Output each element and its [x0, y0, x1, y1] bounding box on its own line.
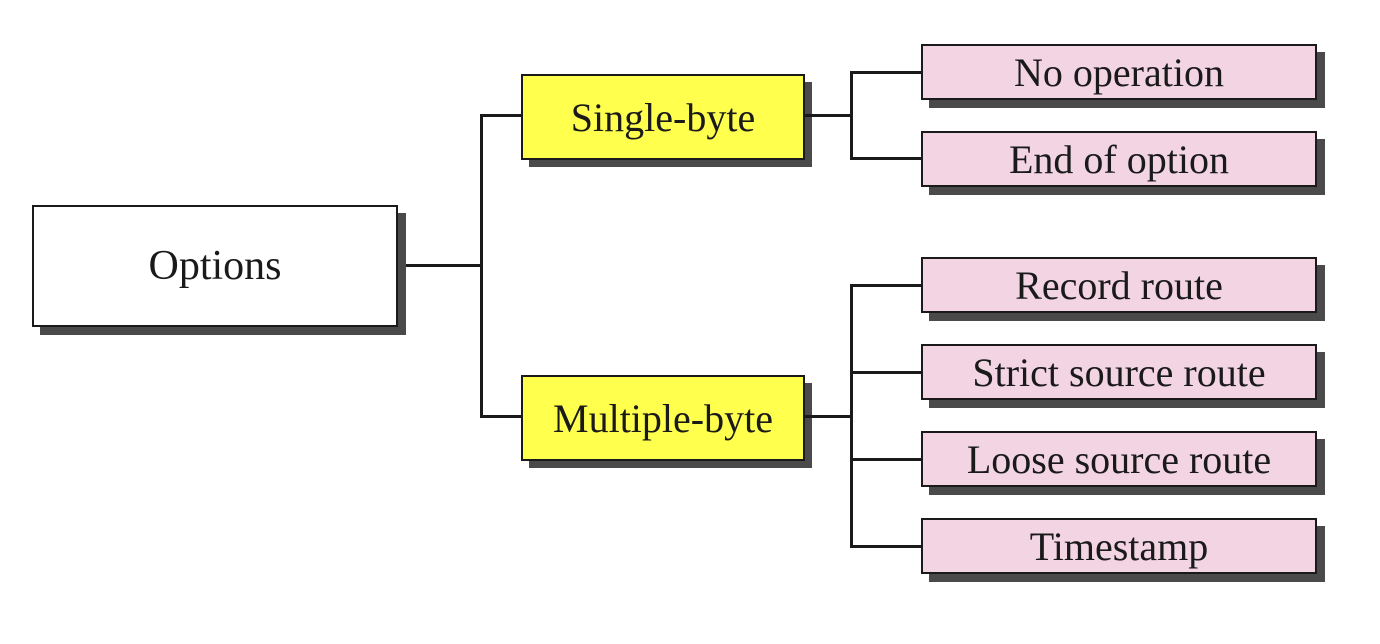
strict-source-route-label: Strict source route: [972, 349, 1266, 395]
connector-line: [850, 545, 922, 548]
connector-line: [805, 114, 852, 117]
timestamp-node: Timestamp: [921, 518, 1317, 574]
connector-line: [850, 157, 922, 160]
connector-line: [850, 284, 922, 287]
multiple-byte-node: Multiple-byte: [521, 375, 805, 461]
record-route-label: Record route: [1015, 262, 1223, 308]
connector-line: [850, 284, 853, 548]
single-byte-node-label: Single-byte: [570, 94, 756, 140]
no-operation-label: No operation: [1014, 49, 1224, 95]
connector-line: [850, 458, 922, 461]
loose-source-route-label: Loose source route: [966, 436, 1272, 482]
loose-source-route-node: Loose source route: [921, 431, 1317, 487]
strict-source-route-node: Strict source route: [921, 344, 1317, 400]
connector-line: [850, 71, 922, 74]
connector-line: [805, 415, 852, 418]
connector-line: [406, 264, 482, 267]
connector-line: [850, 371, 922, 374]
no-operation-node: No operation: [921, 44, 1317, 100]
options-node-label: Options: [148, 243, 282, 289]
end-of-option-node: End of option: [921, 131, 1317, 187]
connector-line: [480, 114, 522, 117]
end-of-option-label: End of option: [1009, 136, 1229, 182]
multiple-byte-node-label: Multiple-byte: [553, 395, 773, 441]
single-byte-node: Single-byte: [521, 74, 805, 160]
timestamp-label: Timestamp: [1029, 523, 1209, 569]
record-route-node: Record route: [921, 257, 1317, 313]
options-node: Options: [32, 205, 398, 327]
connector-line: [850, 71, 853, 160]
connector-line: [480, 415, 522, 418]
connector-line: [480, 114, 483, 418]
